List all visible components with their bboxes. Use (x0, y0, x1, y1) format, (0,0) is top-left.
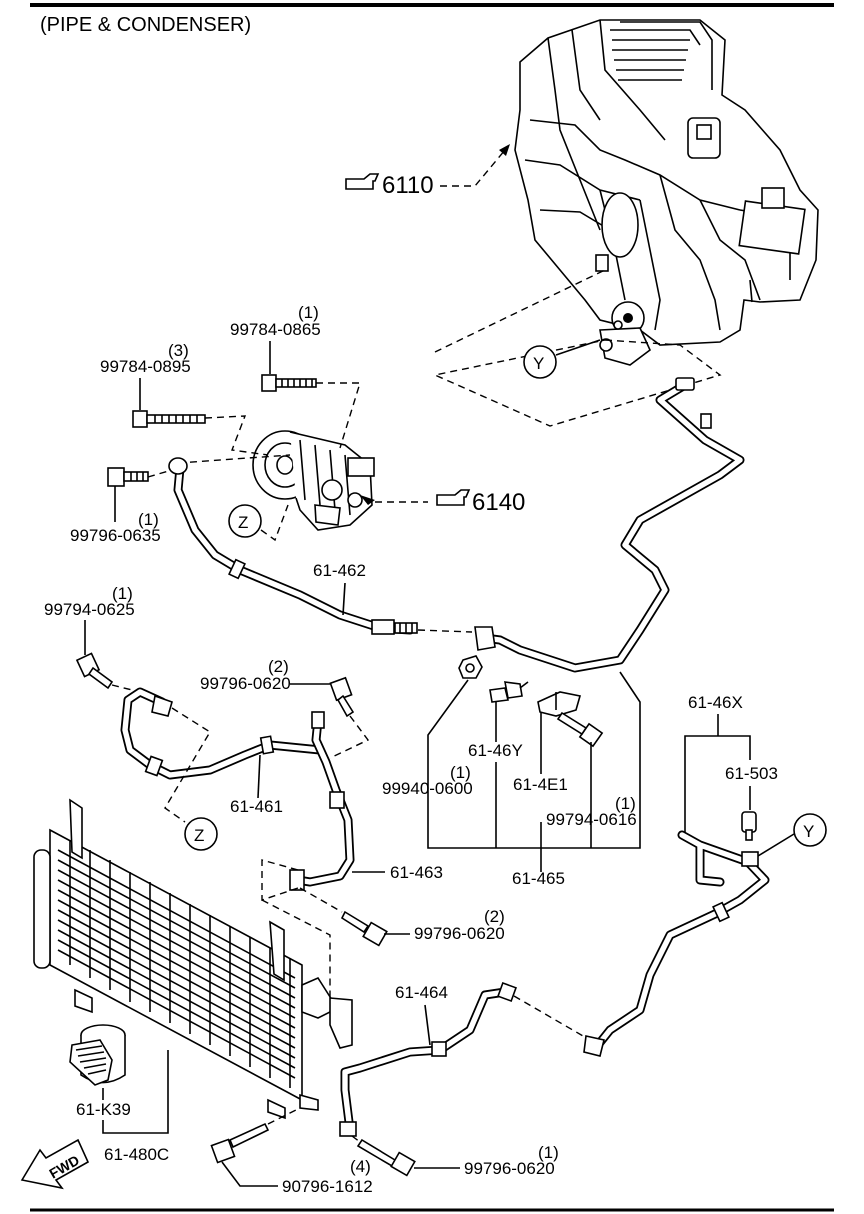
bolt-99796-0635[interactable] (107, 467, 149, 487)
svg-text:Z: Z (194, 826, 204, 845)
label-61-465: 61-465 (512, 869, 565, 888)
svg-text:90796-1612: 90796-1612 (282, 1177, 373, 1196)
svg-text:(4): (4) (350, 1157, 371, 1176)
svg-text:Z: Z (238, 513, 248, 532)
label-6140: 6140 (472, 489, 525, 516)
bolt-99784-0865[interactable] (261, 374, 317, 392)
callout-61-461: 61-461 (230, 754, 283, 816)
svg-text:99796-0620: 99796-0620 (464, 1159, 555, 1178)
svg-text:99784-0865: 99784-0865 (230, 320, 321, 339)
heater-unit-callout: 6110 (345, 144, 510, 199)
ref-circle-Z-bottom: Z (184, 817, 218, 851)
label-61-4E1: 61-4E1 (513, 775, 568, 794)
diagram-title: (PIPE & CONDENSER) (40, 14, 251, 36)
pipe-61-461[interactable] (120, 687, 325, 780)
bracket-61-465 (427, 671, 641, 872)
pipe-61-465-main[interactable] (474, 377, 745, 673)
callout-61-462: 61-462 (313, 561, 366, 616)
pipe-61-46X[interactable] (583, 830, 770, 1057)
ref-circle-Y-right: Y (757, 813, 827, 857)
svg-text:61-461: 61-461 (230, 797, 283, 816)
callout-99796-0635: (1) 99796-0635 (70, 486, 161, 545)
svg-text:(3): (3) (168, 341, 189, 360)
callout-99796-0620-c: (1) 99796-0620 (414, 1143, 559, 1178)
svg-text:61-464: 61-464 (395, 983, 448, 1002)
svg-text:(2): (2) (268, 657, 289, 676)
receiver-drier[interactable] (69, 1024, 126, 1086)
hand-pointer-icon (436, 489, 471, 506)
svg-text:99796-0620: 99796-0620 (414, 924, 505, 943)
bolt-99796-0620-b[interactable] (340, 910, 388, 947)
qty-99940-0600: (1) (450, 763, 471, 782)
nut-99940-0600[interactable] (458, 655, 483, 679)
callout-90796-1612: (4) 90796-1612 (221, 1157, 373, 1196)
svg-text:(1): (1) (538, 1143, 559, 1162)
compressor[interactable] (252, 430, 375, 531)
compressor-callout: 6140 (375, 489, 525, 516)
svg-text:(1): (1) (138, 510, 159, 529)
part-61-4E1[interactable] (537, 691, 582, 717)
svg-text:(1): (1) (298, 303, 319, 322)
bolt-99794-0616[interactable] (556, 711, 604, 748)
svg-text:(2): (2) (484, 907, 505, 926)
svg-text:61-46X: 61-46X (688, 693, 743, 712)
label-61-46Y: 61-46Y (468, 741, 523, 760)
callout-61-463: 61-463 (352, 863, 443, 882)
callout-99784-0895: (3) 99784-0895 (100, 341, 191, 410)
svg-text:Y: Y (533, 354, 544, 373)
pipe-61-464[interactable] (339, 982, 517, 1137)
fwd-arrow-icon: FWD (20, 1138, 90, 1190)
qty-99794-0616: (1) (615, 794, 636, 813)
ref-circle-Y-top: Y (523, 339, 601, 379)
svg-text:61-K39: 61-K39 (76, 1100, 131, 1119)
bolt-90796-1612[interactable] (210, 1122, 270, 1164)
callout-61-464: 61-464 (395, 983, 448, 1046)
pipe-61-463[interactable] (289, 711, 355, 891)
svg-text:Y: Y (803, 822, 814, 841)
svg-text:61-462: 61-462 (313, 561, 366, 580)
svg-text:61-503: 61-503 (725, 764, 778, 783)
label-6110: 6110 (382, 172, 434, 199)
callout-61-K39: 61-K39 (76, 1050, 169, 1134)
hand-pointer-icon (345, 173, 380, 190)
bolt-99796-0620-c[interactable] (356, 1138, 416, 1177)
switch-61-503[interactable] (741, 811, 757, 841)
bolt-99796-0620-a[interactable] (329, 676, 355, 718)
pipe-61-462[interactable] (168, 457, 418, 635)
label-99940-0600: 99940-0600 (382, 779, 473, 798)
callout-61-46X: 61-46X 61-503 (684, 693, 778, 832)
heater-unit[interactable] (514, 19, 819, 366)
callout-99796-0620-b: (2) 99796-0620 (384, 907, 505, 943)
part-61-46Y[interactable] (489, 681, 529, 703)
bolt-99784-0895[interactable] (132, 410, 206, 428)
ref-circle-Z-top: Z (228, 504, 289, 542)
label-99794-0616: 99794-0616 (546, 810, 637, 829)
svg-text:99784-0895: 99784-0895 (100, 357, 191, 376)
svg-text:99796-0635: 99796-0635 (70, 526, 161, 545)
svg-text:(1): (1) (112, 584, 133, 603)
label-61-480C: 61-480C (104, 1145, 169, 1164)
callout-99784-0865: (1) 99784-0865 (230, 303, 321, 374)
svg-text:99796-0620: 99796-0620 (200, 674, 291, 693)
svg-text:99794-0625: 99794-0625 (44, 600, 135, 619)
svg-text:61-463: 61-463 (390, 863, 443, 882)
callout-99794-0625: (1) 99794-0625 (44, 584, 135, 655)
condenser[interactable] (33, 798, 353, 1120)
callout-99796-0620-a: (2) 99796-0620 (200, 657, 330, 693)
bolt-99794-0625[interactable] (75, 652, 114, 690)
